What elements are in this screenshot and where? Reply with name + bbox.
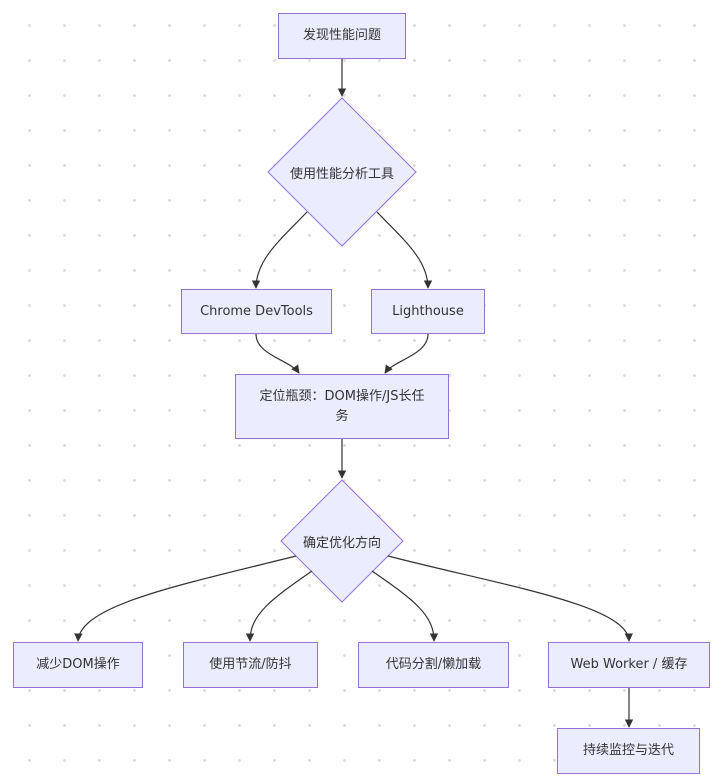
edge-direction-reduce: [74, 555, 297, 642]
edge-devtools-locate: [255, 333, 300, 374]
node-worker: Web Worker / 缓存: [548, 642, 710, 688]
edge-lighthouse-locate: [384, 333, 429, 374]
node-locate: 定位瓶颈：DOM操作/JS长任务: [235, 374, 449, 439]
edge-tools-lighthouse: [376, 211, 433, 289]
node-devtools: Chrome DevTools: [181, 289, 332, 334]
edge-direction-split: [371, 570, 439, 642]
edge-tools-devtools: [251, 211, 308, 289]
tools-diamond: [267, 97, 417, 247]
node-direction-label: 确定优化方向: [302, 535, 381, 551]
node-throttle: 使用节流/防抖: [183, 642, 318, 688]
edge-direction-worker: [387, 555, 633, 642]
node-split: 代码分割/懒加载: [358, 642, 509, 688]
node-monitor: 持续监控与迭代: [557, 728, 700, 774]
node-lighthouse: Lighthouse: [371, 289, 485, 334]
node-reduce-dom: 减少DOM操作: [13, 642, 143, 688]
node-tools-label: 使用性能分析工具: [289, 166, 394, 182]
node-discover: 发现性能问题: [278, 13, 406, 59]
edge-direction-throttle: [245, 570, 313, 642]
